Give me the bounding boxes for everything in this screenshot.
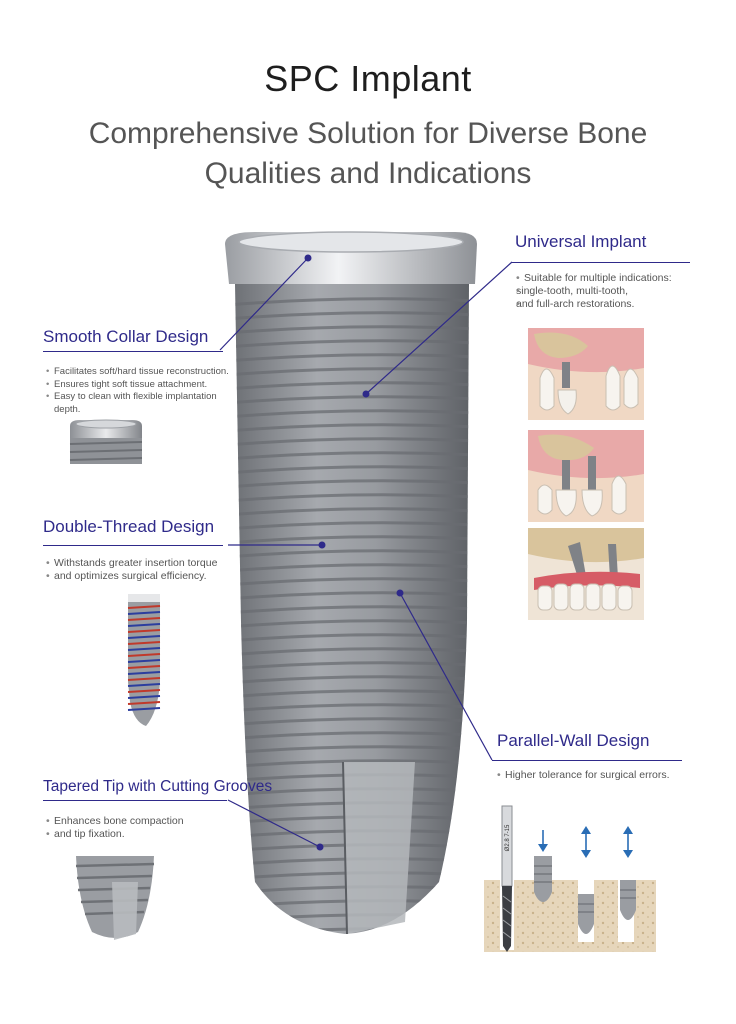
thread-line [235,465,469,476]
parallel-wall-bullets: Higher tolerance for surgical errors. [497,769,697,782]
thread-line [127,611,161,615]
collar-closeup-illustration [69,419,143,464]
thread-line [235,507,469,518]
thread-line [127,695,161,699]
smooth-collar-bullets: Facilitates soft/hard tissue reconstruct… [46,366,236,416]
full-arch-illustration [528,528,644,620]
universal-implant-heading: Universal Implant [515,232,647,251]
page-title: SPC Implant [264,58,472,99]
thread-line [127,671,161,675]
thread-line [235,549,469,560]
thread-line [235,577,469,588]
thread-line [235,535,469,546]
double-thread-illustration [127,594,161,726]
drill-label: Ø2.8 7-15 [505,824,511,851]
tapered-tip-underline [43,800,227,801]
thread-line [127,701,161,705]
tapered-tip-illustration [75,856,155,940]
thread-line [235,395,469,406]
thread-line [235,563,469,574]
list-item: and tip fixation. [46,828,236,841]
double-thread-bullets: Withstands greater insertion torque and … [46,557,236,583]
thread-line [127,623,161,627]
thread-line [127,653,161,657]
thread-line [127,707,161,711]
list-item: Facilitates soft/hard tissue reconstruct… [46,366,236,379]
smooth-collar-underline [43,351,223,352]
list-item: Withstands greater insertion torque [46,557,236,570]
up-down-arrow-icon [581,826,591,858]
subtitle-line-2: Qualities and Indications [204,157,532,190]
smooth-collar-heading: Smooth Collar Design [43,327,209,346]
thread-line [127,659,161,663]
thread-line [235,437,469,448]
parallel-wall-heading: Parallel-Wall Design [497,731,650,750]
double-thread-heading: Double-Thread Design [43,517,215,536]
multi-tooth-illustration [528,430,644,522]
thread-line [127,689,161,693]
tapered-tip-heading: Tapered Tip with Cutting Grooves [43,778,273,795]
list-item: and optimizes surgical efficiency. [46,570,236,583]
thread-line [127,605,161,609]
up-down-arrow-icon [623,826,633,858]
parallel-wall-underline [492,760,682,761]
list-item: Ensures tight soft tissue attachment. [46,379,236,392]
thread-line [235,521,469,532]
thread-line [235,423,469,434]
page-subtitle: Comprehensive Solution for Diverse Bone … [40,114,696,194]
thread-line [127,665,161,669]
parallel-wall-illustration: Ø2.8 7-15 [484,805,656,952]
thread-line [235,451,469,462]
double-thread-underline [43,545,223,546]
thread-line [127,677,161,681]
thread-line [127,647,161,651]
list-item: Easy to clean with flexible implantation… [46,391,236,416]
thread-line [127,617,161,621]
down-arrow-icon [538,830,548,852]
tapered-tip-bullets: Enhances bone compaction and tip fixatio… [46,815,236,841]
thread-line [127,683,161,687]
thread-line [127,635,161,639]
thread-line [127,629,161,633]
thread-line [235,409,469,420]
list-item: single-tooth, multi-tooth, [516,285,706,298]
single-tooth-illustration [528,328,644,420]
list-item: Enhances bone compaction [46,815,236,828]
list-item: and full-arch restorations. [516,298,706,311]
list-item: Higher tolerance for surgical errors. [497,769,697,782]
thread-line [127,641,161,645]
universal-implant-bullets: Suitable for multiple indications: singl… [516,272,706,311]
universal-implant-underline [512,262,690,263]
thread-line [235,479,469,490]
main-implant-illustration [225,231,477,935]
subtitle-line-1: Comprehensive Solution for Diverse Bone [88,117,648,150]
list-item: Suitable for multiple indications: [516,272,706,285]
thread-line [235,493,469,504]
